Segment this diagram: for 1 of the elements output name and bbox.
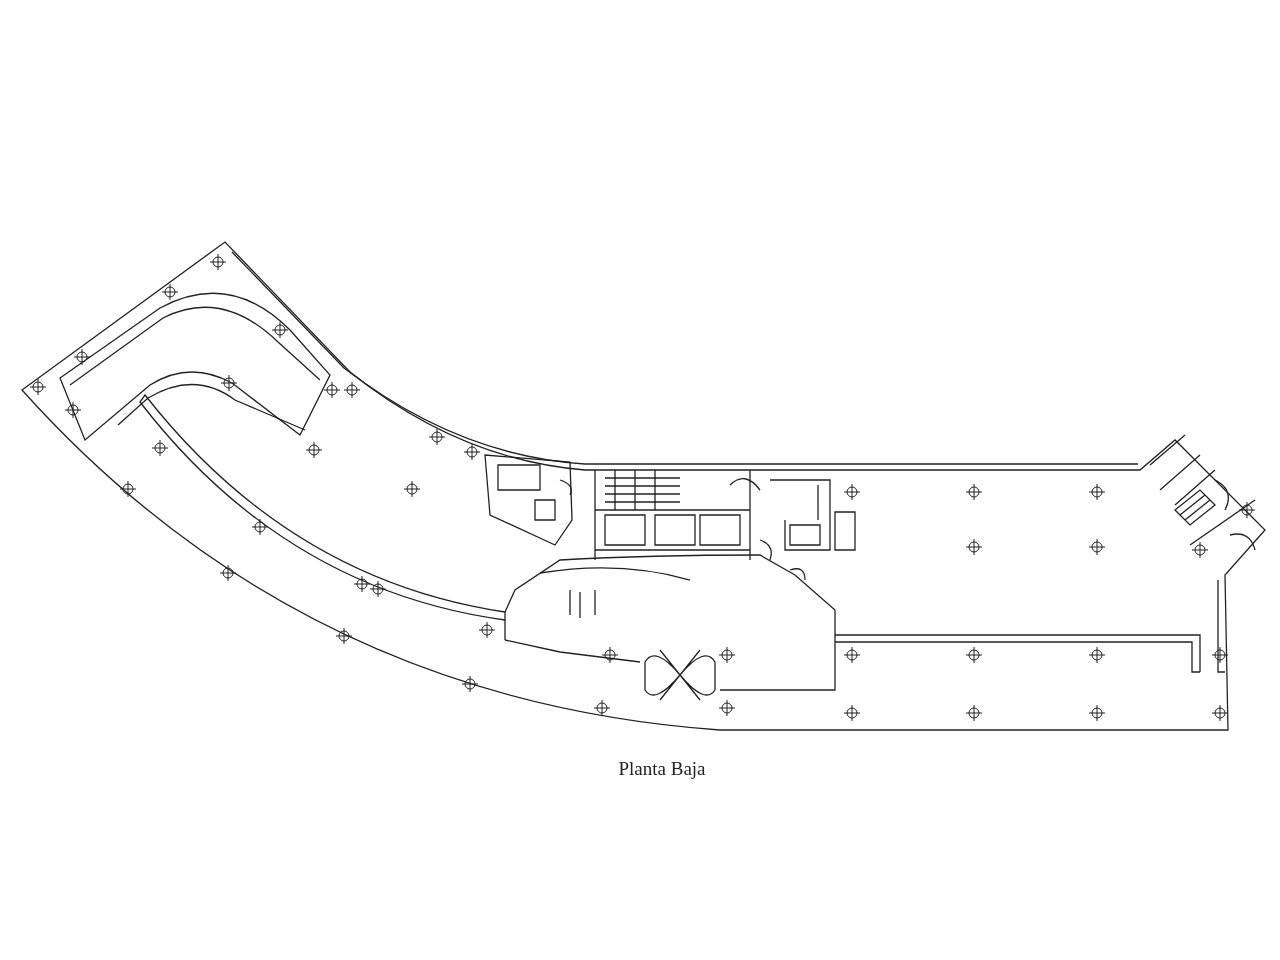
plan-caption: Planta Baja xyxy=(617,758,707,780)
